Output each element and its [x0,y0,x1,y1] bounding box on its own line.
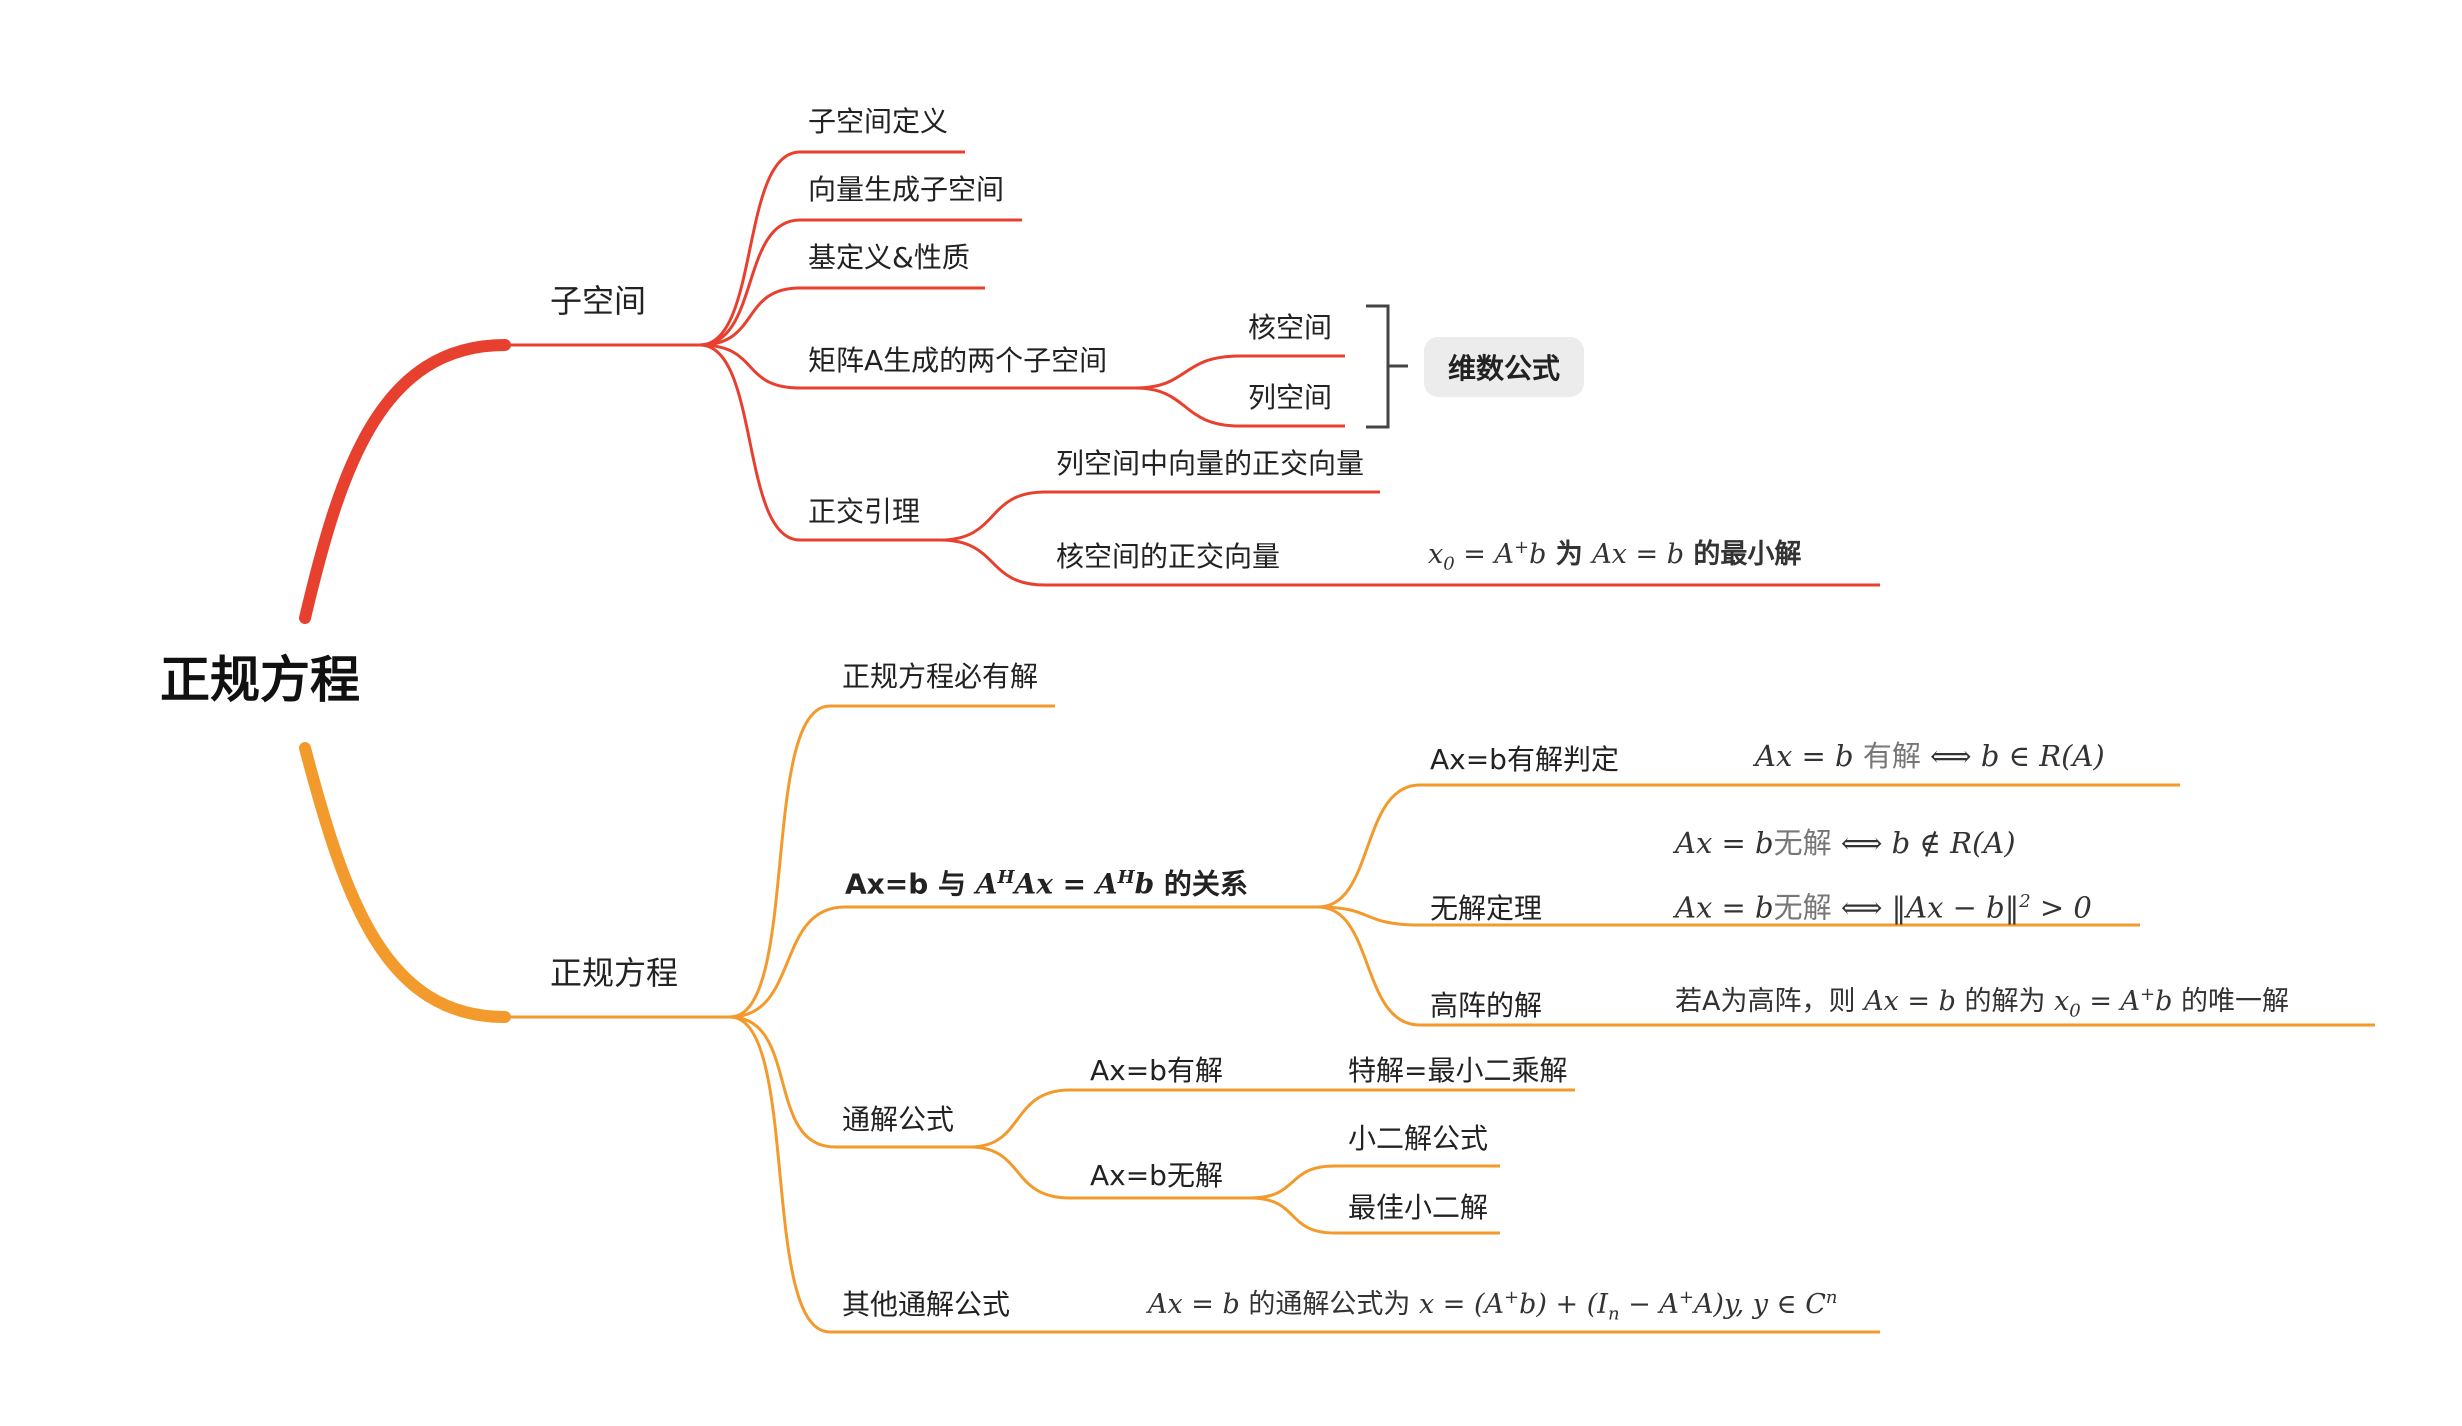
link-none-c1 [1249,1164,1500,1200]
topic-two-subspaces[interactable]: 矩阵A生成的两个子空间 [808,344,1108,377]
topic-particular-lsq[interactable]: 特解=最小二乘解 [1348,1054,1568,1087]
topic-other-general[interactable]: 其他通解公式 [842,1288,1011,1321]
topic-ker-orth[interactable]: 核空间的正交向量 [1056,540,1281,573]
link-rel-high [1317,905,2375,1027]
topic-tall-matrix[interactable]: 高阵的解 [1430,989,1543,1022]
link-ne-other [729,1015,1025,1334]
topic-orth-lemma[interactable]: 正交引理 [808,495,921,528]
link-sub-span [699,218,1022,347]
topic-general-solution[interactable]: 通解公式 [842,1103,955,1136]
link-sub-orth [699,343,940,542]
topic-basis[interactable]: 基定义&性质 [808,241,970,274]
formula-tall-matrix: 若A为高阵，则 Ax = b 的解为 x0 = A+b 的唯一解 [1675,984,2290,1022]
link-root-subspace [299,339,511,624]
link-two-kernel [1134,354,1345,390]
formula-solvability: Ax = b 有解 ⟺ b ∈ R(A) [1755,739,2105,773]
topic-subspace[interactable]: 子空间 [550,282,647,320]
link-orth-ker [939,538,1880,587]
link-rel-nosol [1317,905,2140,927]
topic-kernel-space[interactable]: 核空间 [1248,311,1333,344]
topic-no-solution-case[interactable]: Ax=b无解 [1090,1159,1223,1192]
topic-relation[interactable]: Ax=b 与 AHAx = AHb 的关系 [845,867,1248,901]
topic-normal-equation[interactable]: 正规方程 [550,954,679,992]
link-root-normal [299,742,511,1023]
link-ne-rel [729,905,1318,1019]
topic-lsq-formula[interactable]: 小二解公式 [1348,1122,1489,1155]
formula-min-solution: x0 = A+b 为 Ax = b 的最小解 [1428,537,1802,575]
link-none-c2 [1249,1196,1500,1235]
topic-subspace-def[interactable]: 子空间定义 [808,105,949,138]
topic-solvability[interactable]: Ax=b有解判定 [1430,743,1619,776]
formula-no-solution-2: Ax = b无解 ⟺ ‖Ax − b‖2 > 0 [1675,890,2092,925]
link-gen-none [969,1145,1250,1200]
link-two-column [1134,386,1345,428]
topic-best-lsq[interactable]: 最佳小二解 [1348,1191,1489,1224]
topic-has-solution[interactable]: Ax=b有解 [1090,1054,1223,1087]
link-gen-has [969,1088,1575,1149]
dim-formula-badge[interactable]: 维数公式 [1424,337,1584,397]
link-ne-gen [729,1015,970,1149]
link-rel-judge [1317,783,2180,909]
topic-col-orth[interactable]: 列空间中向量的正交向量 [1056,447,1365,480]
root-topic[interactable]: 正规方程 [160,651,360,709]
link-sub-two [699,343,1135,390]
formula-no-solution-1: Ax = b无解 ⟺ b ∉ R(A) [1675,826,2016,860]
topic-column-space[interactable]: 列空间 [1248,381,1333,414]
link-sub-basis [699,286,985,347]
topic-must-solve[interactable]: 正规方程必有解 [842,660,1039,693]
formula-general-solution: Ax = b 的通解公式为 x = (A+b) + (In − A+A)y, y… [1148,1287,1838,1325]
topic-no-solution[interactable]: 无解定理 [1430,892,1543,925]
dim-bracket [1366,304,1408,429]
link-sub-def [699,150,965,347]
link-orth-col [939,490,1380,542]
link-ne-must [729,704,1055,1019]
topic-span-subspace[interactable]: 向量生成子空间 [808,173,1005,206]
